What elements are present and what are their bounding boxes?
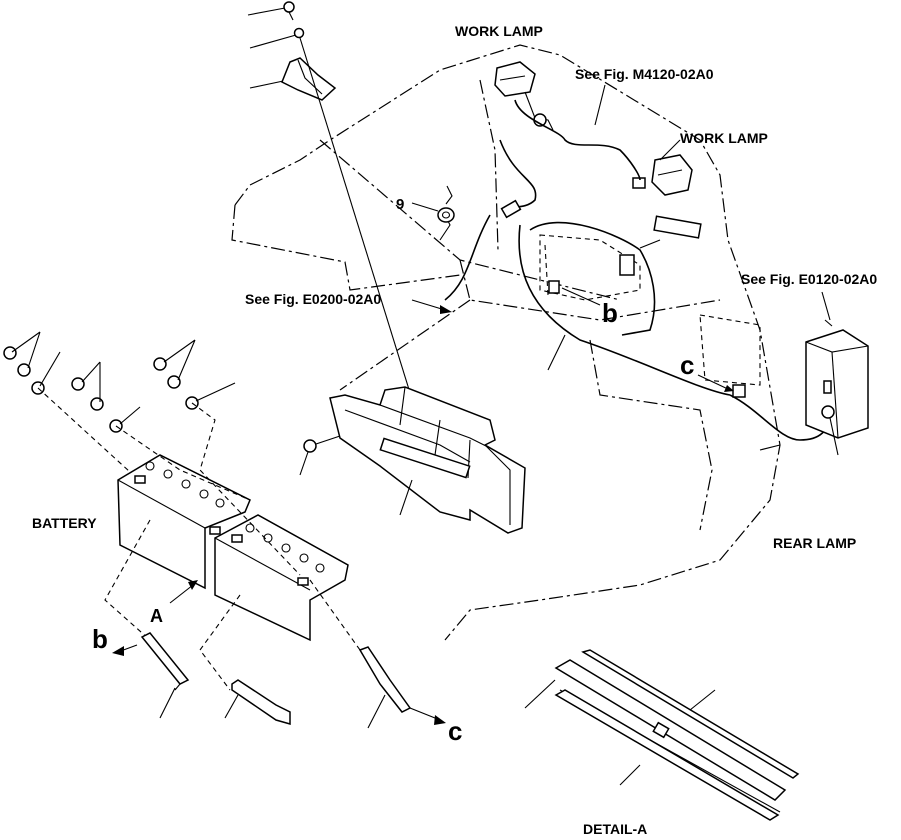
battery-left [117, 454, 251, 590]
label-battery: BATTERY [32, 515, 97, 531]
work-lamp-right [632, 154, 693, 196]
label-rear-lamp: REAR LAMP [773, 535, 856, 551]
label-see-fig-m4120: See Fig. M4120-02A0 [575, 66, 714, 82]
battery-cables [112, 632, 446, 729]
callout-c-bottom: c [448, 716, 462, 746]
battery-terminal-fasteners [3, 331, 236, 433]
callout-a: A [150, 606, 163, 626]
grommet-9 [411, 185, 455, 223]
battery-leader-lines [37, 387, 361, 691]
detail-a-figure [524, 649, 800, 821]
wire-harness-upper [439, 99, 829, 441]
label-detail-a: DETAIL-A [583, 821, 647, 837]
connector-c [697, 374, 746, 398]
label-see-fig-e0200: See Fig. E0200-02A0 [245, 291, 381, 307]
callout-b-center: b [602, 298, 618, 328]
label-work-lamp-right: WORK LAMP [680, 130, 768, 146]
machine-body-outline [231, 44, 781, 641]
harness-clamp-b [548, 254, 635, 306]
label-see-fig-e0120: See Fig. E0120-02A0 [741, 271, 877, 287]
bracket-hardware [247, 1, 421, 426]
label-work-lamp-top: WORK LAMP [455, 23, 543, 39]
detail-a-arrow [169, 580, 198, 604]
battery-right [214, 514, 349, 642]
engine-cover-panel [539, 234, 761, 386]
callout-9: 9 [396, 196, 404, 213]
work-lamp-left [494, 61, 554, 131]
reference-leaders [411, 84, 831, 451]
battery-support-bracket [299, 386, 526, 534]
callout-b-left: b [92, 624, 108, 654]
callout-c-center: c [680, 350, 694, 380]
diagram-labels: WORK LAMP See Fig. M4120-02A0 WORK LAMP … [32, 23, 877, 837]
rear-lamp-box [805, 319, 869, 456]
